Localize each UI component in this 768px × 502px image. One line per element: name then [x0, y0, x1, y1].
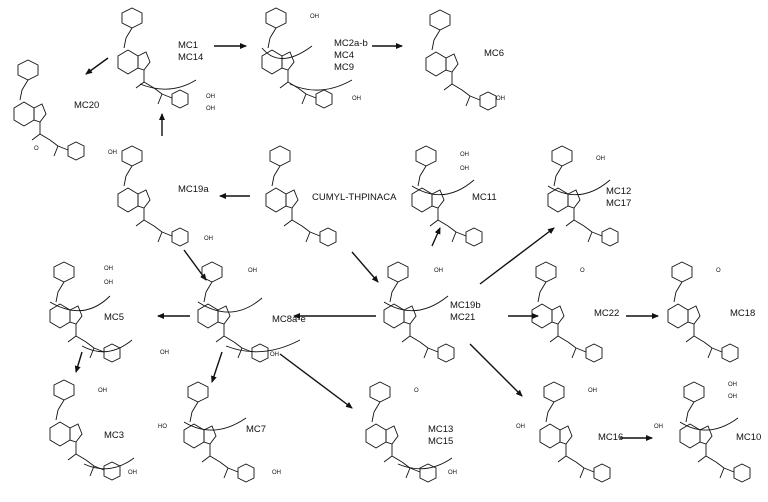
label-mc5: MC5: [104, 312, 124, 323]
label-mc6: MC6: [484, 48, 504, 59]
molecule-mc2: [261, 7, 333, 109]
atom-label-o: O: [716, 268, 721, 274]
atom-label-oh: OH: [108, 150, 117, 156]
atom-label-o: O: [34, 146, 39, 152]
site-arc: [289, 79, 353, 91]
molecule-mc22: [531, 261, 603, 363]
arrow-mc8-to-mc13: [279, 353, 353, 409]
atom-label-oh: OH: [596, 156, 605, 162]
atom-label-oh: OH: [516, 424, 525, 430]
molecule-mc19a: [117, 145, 189, 247]
label-mc17: MC17: [606, 198, 631, 209]
atom-label-oh: OH: [104, 266, 113, 272]
atom-label-oh: OH: [728, 382, 737, 388]
label-mc2a-b: MC2a-b: [334, 38, 368, 49]
atom-label-oh: OH: [104, 280, 113, 286]
label-mc4: MC4: [334, 50, 354, 61]
arrow-mc1-to-mc20: [85, 57, 109, 75]
arrow-mc8-to-mc7: [211, 351, 223, 383]
label-mc3: MC3: [104, 430, 124, 441]
arrow-mc19b-to-mc11: [431, 227, 441, 247]
arrow-mc19b-to-mc16: [469, 343, 523, 397]
arrow-mc5-to-mc3: [74, 351, 83, 373]
label-mc22: MC22: [594, 308, 619, 319]
label-mc7: MC7: [246, 424, 266, 435]
atom-label-oh: OH: [496, 96, 505, 102]
arrow-parent-to-mc19b: [351, 251, 379, 283]
site-arc: [49, 295, 111, 312]
label-mc12: MC12: [606, 186, 631, 197]
atom-label-oh: OH: [206, 106, 215, 112]
atom-label-o: O: [580, 268, 585, 274]
label-mc19a: MC19a: [178, 184, 209, 195]
site-arc: [261, 45, 313, 59]
label-mc1: MC1: [178, 40, 198, 51]
atom-label-oh: OH: [310, 14, 319, 20]
atom-label-oh: OH: [270, 352, 279, 358]
molecule-mc13: [365, 381, 437, 483]
label-mc18: MC18: [730, 308, 755, 319]
molecule-mc7: [183, 381, 255, 483]
label-mc15: MC15: [428, 436, 453, 447]
atom-label-oh: OH: [434, 268, 443, 274]
site-arc: [383, 295, 449, 312]
atom-label-oh: OH: [160, 350, 169, 356]
atom-label-oh: OH: [248, 268, 257, 274]
atom-label-oh: OH: [272, 470, 281, 476]
atom-label-oh: OH: [448, 470, 457, 476]
atom-label-oh: OH: [460, 152, 469, 158]
atom-label-oh: OH: [588, 388, 597, 394]
label-mc21: MC21: [450, 312, 475, 323]
label-mc8a-e: MC8a-e: [272, 314, 306, 325]
atom-label-oh: OH: [654, 424, 663, 430]
site-arc: [397, 457, 453, 470]
site-arc: [183, 417, 247, 431]
atom-label-oh: OH: [352, 96, 361, 102]
molecule-mc6: [425, 9, 497, 111]
label-cumyl-thpinaca: CUMYL-THPINACA: [312, 192, 397, 203]
label-mc16: MC16: [598, 432, 623, 443]
site-arc: [81, 339, 133, 353]
label-mc10: MC10: [736, 432, 761, 443]
arrow-mc19b-to-mc12: [479, 227, 555, 285]
label-mc9: MC9: [334, 62, 354, 73]
label-mc20: MC20: [74, 100, 99, 111]
molecule-mc18: [667, 261, 739, 363]
site-arc: [83, 457, 135, 470]
site-arc: [225, 339, 301, 353]
arrow-mc19a-to-mc8: [183, 249, 207, 281]
site-arc: [547, 179, 611, 196]
atom-label-oh: OH: [728, 394, 737, 400]
label-mc19b: MC19b: [450, 300, 481, 311]
label-mc13: MC13: [428, 424, 453, 435]
atom-label-oh: OH: [98, 388, 107, 394]
site-arc: [411, 179, 475, 196]
site-arc: [139, 79, 197, 90]
label-mc11: MC11: [472, 192, 497, 203]
atom-label-oh: OH: [204, 236, 213, 242]
atom-label-oh: OH: [206, 94, 215, 100]
atom-label-oh: OH: [460, 166, 469, 172]
atom-label-o: O: [414, 388, 419, 394]
label-mc14: MC14: [178, 52, 203, 63]
molecule-mc19b: [383, 261, 455, 363]
atom-label-oh: OH: [128, 470, 137, 476]
site-arc: [679, 417, 739, 431]
site-arc: [197, 297, 263, 313]
atom-label-ho: HO: [158, 424, 167, 430]
